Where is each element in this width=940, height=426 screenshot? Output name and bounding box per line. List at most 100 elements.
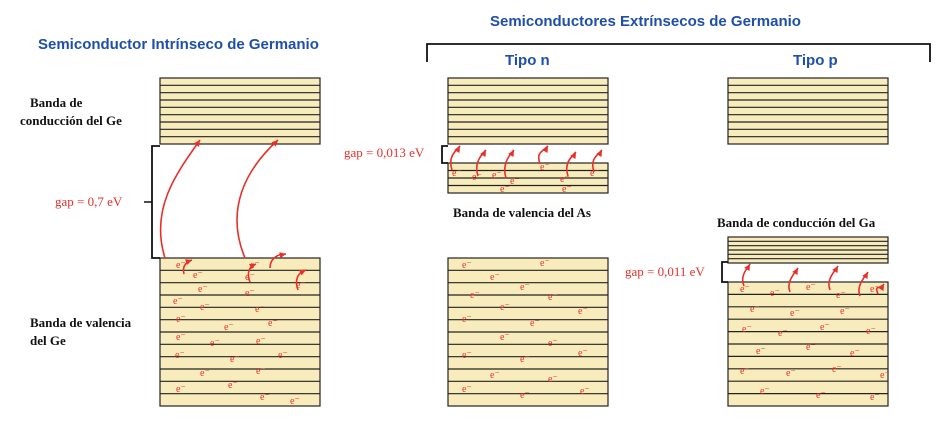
ge-conduction-band (159, 77, 321, 145)
type-p-valence-electron: e⁻ (760, 386, 770, 397)
type-p-valence-electron: e⁻ (740, 366, 750, 377)
type-n-valence-electron: e⁻ (548, 374, 558, 385)
ge-valence-electron: e⁻ (268, 318, 278, 329)
type-n-valence-electron: e⁻ (578, 348, 588, 359)
ge-thermal-arrow-3-head (279, 252, 286, 259)
type-n-donor-electron: e⁻ (452, 168, 462, 179)
type-n-gap-label: gap = 0,013 eV (344, 145, 425, 160)
type-n-valence-electron: e⁻ (540, 258, 550, 269)
ge-valence-electron: e⁻ (278, 350, 288, 361)
ge-valence-electron: e⁻ (245, 272, 255, 283)
type-n-valence-electron: e⁻ (530, 318, 540, 329)
ge-valence-label-line2: del Ge (30, 333, 66, 348)
type-n-valence-electron: e⁻ (578, 306, 588, 317)
ge-conduction-band-body (159, 77, 321, 145)
type-n-title: Tipo n (505, 52, 550, 69)
ge-valence-electron: e⁻ (210, 338, 220, 349)
type-p-valence-electron: e⁻ (750, 304, 760, 315)
type-p-valence-electron: e⁻ (836, 290, 846, 301)
ge-valence-electron: e⁻ (256, 366, 266, 377)
electrons-group: e⁻ e⁻ e⁻ e⁻ e⁻ e⁻ e⁻ e⁻ e⁻ e⁻ e⁻ e⁻ e⁻ e⁻ e⁻ e⁻ e⁻ e⁻ e⁻ e⁻… (173, 162, 890, 407)
acceptor-excitation-arrow-3-head (832, 266, 838, 273)
ge-valence-electron: e⁻ (198, 284, 208, 295)
gap-excitation-arrow-1-curve (159, 139, 201, 259)
type-n-valence-electron: e⁻ (500, 332, 510, 343)
gap-excitation-arrow-2 (236, 139, 279, 259)
ge-conduction-label-line1: Banda de (30, 95, 83, 110)
type-p-conduction-band (727, 77, 889, 145)
type-p-valence-electron: e⁻ (866, 326, 876, 337)
ge-thermal-arrow-1-head (185, 259, 192, 266)
type-p-valence-electron: e⁻ (870, 392, 880, 403)
type-p-valence-electron: e⁻ (832, 364, 842, 375)
acceptor-excitation-arrow-1 (741, 263, 751, 287)
extrinsic-title: Semiconductores Extrínsecos de Germanio (490, 13, 801, 30)
donor-excitation-arrow-4-head (542, 146, 548, 153)
type-p-valence-electron: e⁻ (806, 342, 816, 353)
type-n-valence-electron: e⁻ (462, 384, 472, 395)
type-n-donor-electron: e⁻ (560, 174, 570, 185)
type-n-valence-electron: e⁻ (490, 272, 500, 283)
gap-excitation-arrow-1-head (193, 140, 200, 147)
type-n-valence-electron: e⁻ (520, 354, 530, 365)
ge-valence-band (159, 257, 321, 407)
acceptor-excitation-arrow-3 (828, 265, 839, 291)
type-p-valence-electron: e⁻ (840, 306, 850, 317)
ge-valence-electron: e⁻ (175, 350, 185, 361)
ge-valence-electron: e⁻ (224, 322, 234, 333)
donor-excitation-arrow-3-head (508, 150, 514, 157)
ge-valence-electron: e⁻ (200, 302, 210, 313)
intrinsic-gap-label: gap = 0,7 eV (55, 194, 123, 209)
acceptor-excitation-arrow-2-head (792, 268, 798, 275)
ge-valence-electron: e⁻ (250, 260, 260, 271)
ge-valence-electron: e⁻ (193, 270, 203, 281)
type-n-donor-electron: e⁻ (540, 162, 550, 173)
ge-valence-electron: e⁻ (260, 392, 270, 403)
ge-valence-electron: e⁻ (296, 280, 306, 291)
ge-thermal-arrow-4 (295, 269, 307, 291)
ge-thermal-arrow-3 (269, 252, 287, 269)
acceptor-excitation-arrow-2 (788, 267, 799, 293)
type-p-valence-electron: e⁻ (816, 390, 826, 401)
type-p-valence-electron: e⁻ (756, 346, 766, 357)
ge-conduction-label-line2: conducción del Ge (20, 113, 122, 128)
type-n-donor-electron: e⁻ (472, 172, 482, 183)
donor-excitation-arrow-4 (537, 145, 549, 165)
type-n-donor-electron: e⁻ (492, 170, 502, 181)
donor-excitation-arrow-2 (475, 149, 487, 177)
type-p-valence-electron: e⁻ (740, 284, 750, 295)
ge-thermal-arrow-4-head (299, 269, 306, 276)
type-n-donor-electron: e⁻ (510, 176, 520, 187)
as-valence-label: Banda de valencia del As (453, 205, 591, 220)
donor-excitation-arrow-5 (565, 151, 577, 177)
type-n-valence-electron: e⁻ (462, 260, 472, 271)
donor-excitation-arrow-3 (503, 149, 515, 179)
type-n-valence-electron: e⁻ (462, 350, 472, 361)
type-n-valence-electron: e⁻ (470, 290, 480, 301)
type-n-gap-bracket (441, 145, 448, 164)
bands-group (159, 77, 889, 407)
acceptor-excitation-arrow-4-head (862, 272, 868, 279)
donor-excitation-arrow-5-head (570, 152, 576, 159)
ge-valence-electron: e⁻ (176, 332, 186, 343)
as-donor-band (447, 162, 609, 194)
type-n-valence-electron: e⁻ (548, 292, 558, 303)
type-n-valence-electron: e⁻ (490, 370, 500, 381)
arrows-group (159, 139, 885, 297)
type-p-gap-bracket (721, 261, 728, 283)
ge-thermal-arrow-1 (182, 259, 193, 275)
type-n-donor-electron: e⁻ (500, 184, 510, 195)
type-n-conduction-band (447, 77, 609, 145)
type-n-valence-electron: e⁻ (500, 302, 510, 313)
type-n-valence-electron: e⁻ (580, 386, 590, 397)
type-p-valence-electron: e⁻ (850, 348, 860, 359)
ge-valence-electron: e⁻ (176, 384, 186, 395)
type-p-valence-electron: e⁻ (742, 324, 752, 335)
type-n-donor-electron: e⁻ (590, 168, 600, 179)
type-p-valence-electron: e⁻ (880, 370, 890, 381)
type-p-conduction-band-body (727, 77, 889, 145)
donor-excitation-arrow-6 (591, 149, 603, 173)
type-n-valence-electron: e⁻ (548, 338, 558, 349)
donor-excitation-arrow-2-head (480, 150, 486, 157)
ge-valence-label-line1: Banda de valencia (30, 315, 132, 330)
